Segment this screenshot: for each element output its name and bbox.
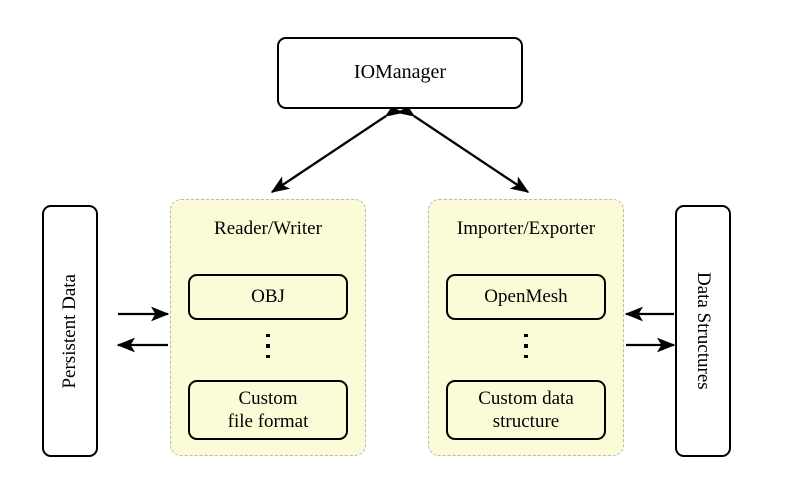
leaf-custom-file-format-label: Custom file format — [228, 387, 309, 433]
data-structures-node[interactable]: Data Structures — [675, 205, 731, 457]
io-manager-node[interactable]: IOManager — [277, 37, 523, 109]
persistent-data-node[interactable]: Persistent Data — [42, 205, 98, 457]
io-manager-label: IOManager — [353, 61, 447, 84]
leaf-custom-file-format-line2: file format — [227, 411, 309, 432]
leaf-custom-data-structure[interactable]: Custom data structure — [446, 380, 606, 440]
data-structures-label: Data Structures — [693, 272, 715, 390]
leaf-custom-data-structure-line1: Custom data — [478, 387, 574, 409]
arrow-manager-importer-exporter — [395, 100, 530, 193]
leaf-openmesh-label: OpenMesh — [484, 286, 568, 308]
leaf-custom-data-structure-line2: structure — [492, 411, 560, 432]
leaf-custom-file-format[interactable]: Custom file format — [188, 380, 348, 440]
panel-reader-writer-title: Reader/Writer — [214, 218, 322, 239]
leaf-openmesh[interactable]: OpenMesh — [446, 274, 606, 320]
arrow-manager-reader-writer — [270, 100, 405, 193]
panel-importer-exporter[interactable]: Importer/Exporter OpenMesh Custom data s… — [428, 199, 624, 456]
leaf-obj-label: OBJ — [251, 286, 285, 308]
panel-importer-exporter-title: Importer/Exporter — [456, 218, 596, 239]
leaf-obj[interactable]: OBJ — [188, 274, 348, 320]
importer-exporter-ellipsis-icon — [429, 334, 623, 359]
persistent-data-label: Persistent Data — [58, 273, 80, 389]
panel-reader-writer[interactable]: Reader/Writer OBJ Custom file format — [170, 199, 366, 456]
leaf-custom-data-structure-label: Custom data structure — [478, 387, 574, 433]
reader-writer-ellipsis-icon — [171, 334, 365, 359]
leaf-custom-file-format-line1: Custom — [238, 387, 298, 409]
